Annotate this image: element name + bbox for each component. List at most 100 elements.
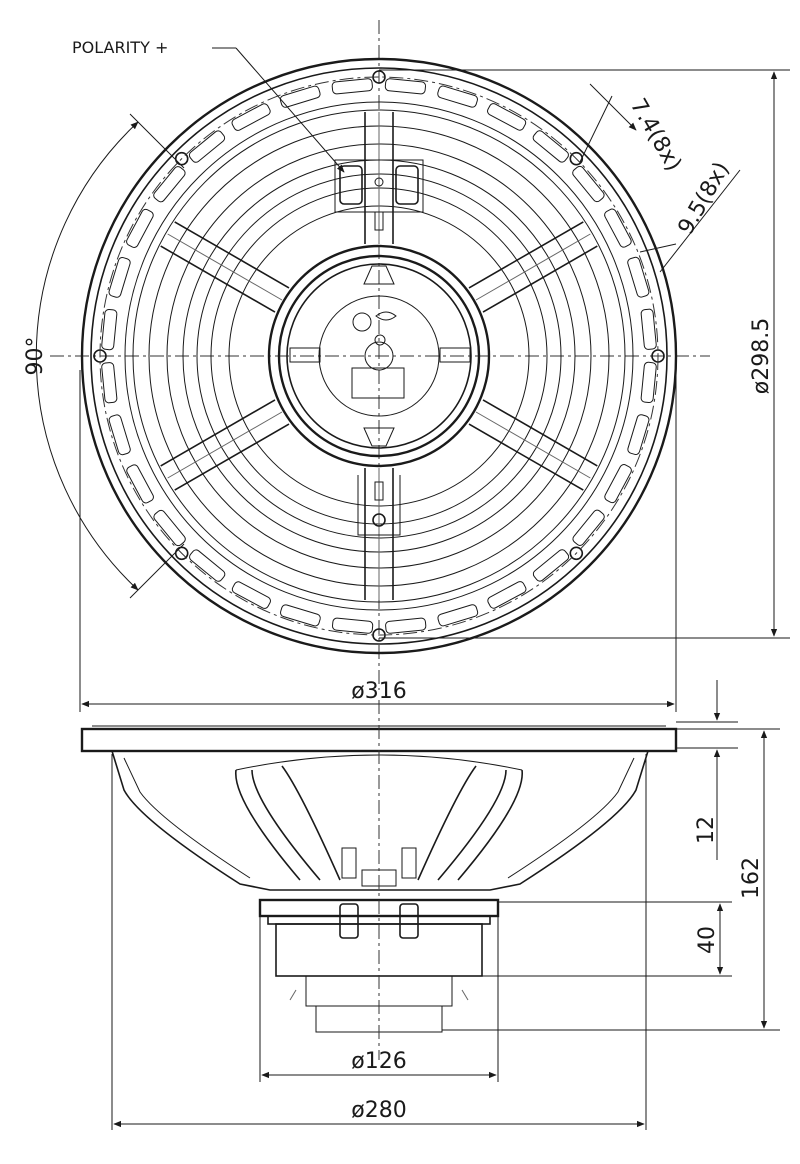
terminal-screw [374, 177, 384, 187]
side-view: 12 162 40 ø126 ø280 [80, 680, 780, 1130]
gasket-slot [231, 581, 271, 609]
motor-plate [277, 254, 481, 458]
terminal-stem [374, 211, 384, 231]
mounting-hole [174, 546, 189, 561]
flange-thickness-label: 12 [694, 816, 719, 844]
rim-inner-edge [90, 67, 668, 645]
gasket-slot [627, 256, 650, 298]
gasket-slot [604, 208, 632, 248]
spoke-edge [174, 221, 290, 289]
gasket-slot [280, 604, 321, 627]
gasket-slot [437, 604, 479, 627]
gasket-slot [331, 617, 374, 634]
gasket-slot [627, 414, 650, 455]
gasket-slot [384, 78, 427, 95]
strut-1 [235, 769, 321, 881]
vent [364, 341, 394, 371]
outer-dia-label: ø316 [351, 679, 406, 704]
terminal-block [334, 159, 424, 231]
magnet-depth-label: 40 [695, 926, 720, 954]
spoke-edge [174, 423, 290, 491]
spoke-rib [167, 411, 283, 479]
gasket-slot [331, 78, 373, 95]
front-view: POLARITY + 90° 7.4(8x) 9.5(8x) ø298.5 ø3… [23, 20, 790, 712]
gasket-slot [126, 464, 154, 504]
spoke-rib [475, 233, 591, 301]
label-plate [351, 367, 405, 399]
gasket-slot [437, 85, 478, 108]
gasket-slot [101, 308, 118, 351]
polarity-label: POLARITY + [72, 38, 168, 57]
hole-offset-leader [659, 169, 741, 273]
strut-3 [281, 765, 477, 881]
vent-mark-left [289, 989, 297, 1001]
outer-rim [80, 57, 678, 655]
angle-ext-bottom [129, 543, 185, 599]
gasket-slot [279, 85, 321, 108]
gasket-slot [604, 464, 632, 504]
motor-tab-right [439, 347, 471, 363]
hole-offset-label: 9.5(8x) [674, 158, 735, 239]
spoke-edge [160, 245, 276, 313]
spoke-edge [482, 399, 598, 467]
gasket-slot [572, 509, 605, 546]
gasket-slot [188, 130, 226, 163]
cutout-dia-label: ø280 [351, 1098, 406, 1123]
gasket-slot [189, 549, 226, 582]
gasket-slot [487, 581, 527, 609]
gasket-slot [532, 130, 569, 163]
angle-arc [35, 121, 139, 591]
hole-dia-leader [589, 83, 637, 131]
motor-tab-top [363, 265, 395, 285]
motor-outer [267, 244, 491, 468]
spoke-edge [468, 423, 584, 491]
total-depth-label: 162 [739, 857, 764, 899]
gasket-slot [572, 165, 605, 203]
bolt-circle-label: ø298.5 [749, 318, 774, 394]
gasket-slot [108, 257, 131, 298]
angle-ext-top [129, 113, 185, 169]
terminal-positive [339, 165, 363, 205]
spoke-edge [160, 399, 276, 467]
magnet-dia-label: ø126 [351, 1049, 406, 1074]
gasket-slots [101, 78, 657, 634]
gasket-slot [108, 414, 131, 456]
spoke-rib [167, 233, 283, 301]
pole-piece [318, 295, 440, 417]
basket-inner-outline [123, 757, 635, 879]
gasket-slot [153, 509, 186, 547]
motor-tab-bottom [363, 427, 395, 447]
bottom-tab [357, 475, 401, 536]
motor-tab-left [289, 347, 321, 363]
spoke-edge [468, 221, 584, 289]
mounting-hole [174, 151, 189, 166]
gasket-slot [126, 208, 154, 248]
gasket-slot [101, 362, 118, 404]
angle-label: 90° [23, 337, 48, 376]
spoke-edge [482, 245, 598, 313]
magnet [286, 263, 472, 449]
gasket-slot [640, 308, 657, 350]
bolt-circle [99, 76, 659, 636]
hole-dia-ext [579, 95, 613, 163]
mounting-hole [569, 151, 584, 166]
vent-mark-right [461, 989, 469, 1001]
gasket-inner-edge [124, 101, 634, 611]
gasket-slot [153, 166, 186, 203]
polarity-leader [235, 47, 345, 173]
hole-dia-label: 7.4(8x) [625, 95, 686, 176]
mounting-hole [569, 546, 584, 561]
strut-2 [437, 769, 523, 881]
hole-offset-ext [639, 243, 677, 253]
logo-icon [352, 311, 397, 346]
gasket-slot [640, 361, 657, 404]
spoke-rib [475, 411, 591, 479]
basket-outline [111, 750, 649, 891]
basket-spokes [160, 112, 598, 600]
gasket-slot [385, 617, 427, 634]
terminal-negative [395, 165, 419, 205]
gasket-slot [487, 103, 527, 131]
gasket-slot [532, 549, 570, 582]
